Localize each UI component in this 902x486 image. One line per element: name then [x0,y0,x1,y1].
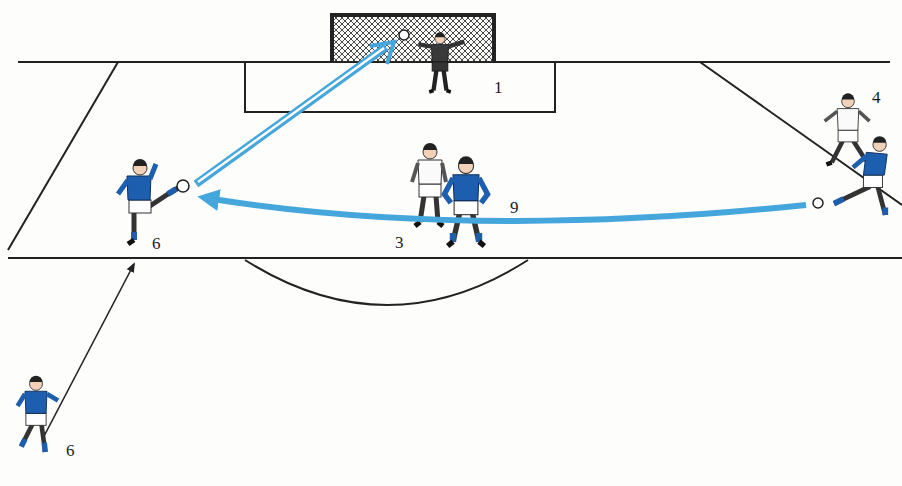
figure-part [431,44,448,61]
figure-part [18,394,58,406]
player-number: 4 [870,88,883,107]
shot-arrow [196,42,394,184]
shooting-player [118,159,178,244]
figure-part [444,178,487,203]
figure-part [8,62,118,250]
figure-part [834,199,885,215]
figure-part [26,413,46,425]
figure-part [700,62,902,205]
figure-part [837,109,859,131]
player-number: 1 [492,78,505,97]
figure-part [133,159,147,166]
figure-part [198,48,384,182]
figure-part [834,187,885,216]
figure-part [838,130,858,142]
figure-part [873,136,886,143]
attacker [444,156,487,246]
figure-part [825,111,870,121]
figure-part [863,152,887,175]
figure-part [863,175,882,187]
defender [825,93,872,164]
figure-part [429,91,451,92]
figure-part [432,62,448,71]
figure-part [419,184,441,197]
player-number: 6 [150,234,163,253]
figure-part [332,15,494,62]
ball [813,198,823,208]
figure-part [21,439,45,452]
figure-part [448,242,485,246]
player-number: 6 [64,441,77,460]
goalkeeper [418,32,464,92]
figure-part [454,201,478,215]
figure-part [458,156,473,164]
goal [332,15,494,62]
player-number: 9 [508,198,521,217]
figure-part [418,160,442,184]
ball [399,30,409,40]
crossing-player [834,136,887,215]
figure-part [853,156,866,167]
run-arrow [42,264,134,440]
pass-arrow [206,198,806,221]
figure-part [370,42,394,64]
figure-part [423,143,437,150]
figure-part [8,257,902,259]
running-player [18,376,58,452]
figure-part [245,260,528,305]
figure-part [412,163,446,182]
figure-part [453,175,479,201]
figure-part [129,200,151,213]
figure-part [30,376,43,382]
figure-part [453,233,479,242]
figure-part [21,424,45,452]
ball [177,180,189,192]
figure-part [25,391,47,413]
player-number: 3 [393,233,406,252]
figure-part [332,15,494,62]
figure-part [435,32,445,37]
figure-part [434,70,447,90]
figure-part [842,93,855,99]
pitch-lines [8,62,902,305]
figure-part [196,47,386,184]
figure-part [127,176,151,200]
figure-part [245,62,555,112]
figure-part [128,240,134,244]
defender [412,143,446,226]
